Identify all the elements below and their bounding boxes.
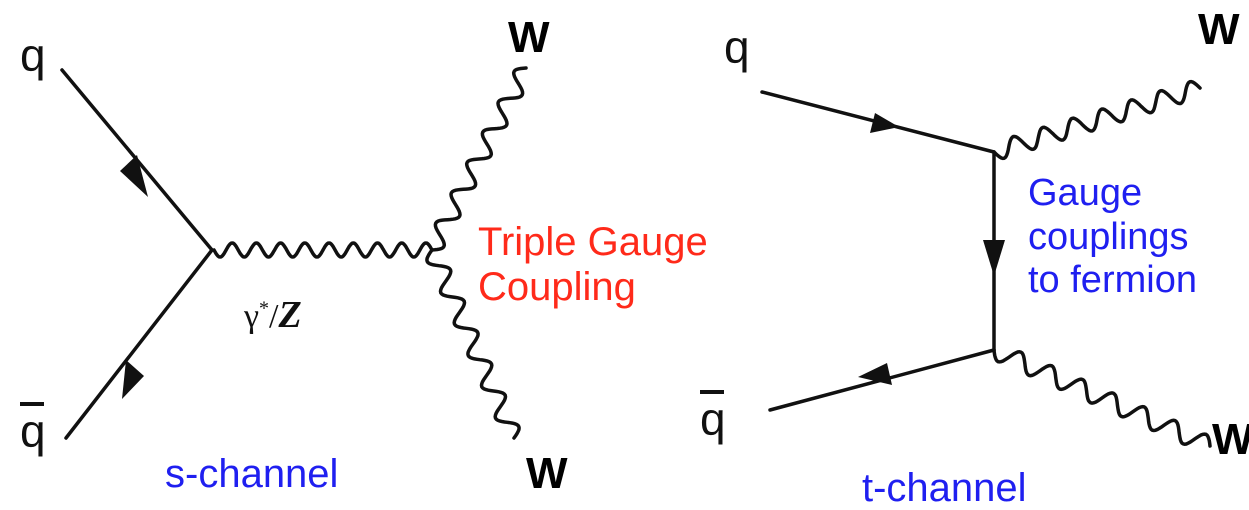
s-quark-label: q (20, 29, 46, 81)
t-w-bottom-wave (992, 348, 1212, 448)
gauge-line-2: couplings (1028, 215, 1189, 258)
star-symbol: * (259, 297, 270, 320)
t-exchange-arrow (983, 240, 1005, 276)
coupling-line-2: Coupling (478, 264, 636, 309)
t-antiquark-label: q (700, 393, 726, 445)
z-symbol: Z (278, 294, 302, 336)
s-w-bottom-label: W (526, 449, 568, 498)
t-antiquark-in-arrow (858, 363, 892, 385)
slash-symbol: / (269, 298, 279, 335)
s-quark-in-arrow (120, 155, 148, 197)
t-quark-label: q (724, 21, 750, 73)
t-w-top-wave (992, 79, 1202, 161)
t-w-bottom-label: W (1212, 415, 1249, 464)
s-antiquark-in-arrow (122, 360, 144, 399)
antiquark-bar (20, 402, 44, 406)
t-channel-label: t-channel (862, 466, 1027, 510)
s-w-bottom-wave (425, 248, 521, 440)
propagator-label: γ*/Z (244, 296, 302, 334)
triple-gauge-coupling-label: Triple Gauge Coupling (478, 220, 708, 310)
s-antiquark-in-line (64, 248, 214, 440)
gauge-line-1: Gauge (1028, 172, 1143, 214)
gauge-couplings-label: Gauge couplings to fermion (1028, 172, 1197, 303)
s-w-top-label: W (508, 13, 550, 62)
t-quark-in-arrow (870, 113, 899, 133)
s-w-top-wave (430, 66, 528, 252)
gamma-symbol: γ (244, 298, 260, 335)
coupling-line-1: Triple Gauge (478, 220, 708, 264)
s-antiquark-label: q (20, 405, 46, 457)
s-antiquark-label-group: q (18, 400, 48, 460)
s-channel-label: s-channel (165, 452, 339, 496)
antiquark-bar (700, 390, 724, 394)
gauge-line-3: to fermion (1028, 259, 1197, 302)
t-antiquark-label-group: q (698, 388, 728, 452)
t-w-top-label: W (1198, 5, 1240, 54)
s-propagator-wave (212, 241, 434, 259)
